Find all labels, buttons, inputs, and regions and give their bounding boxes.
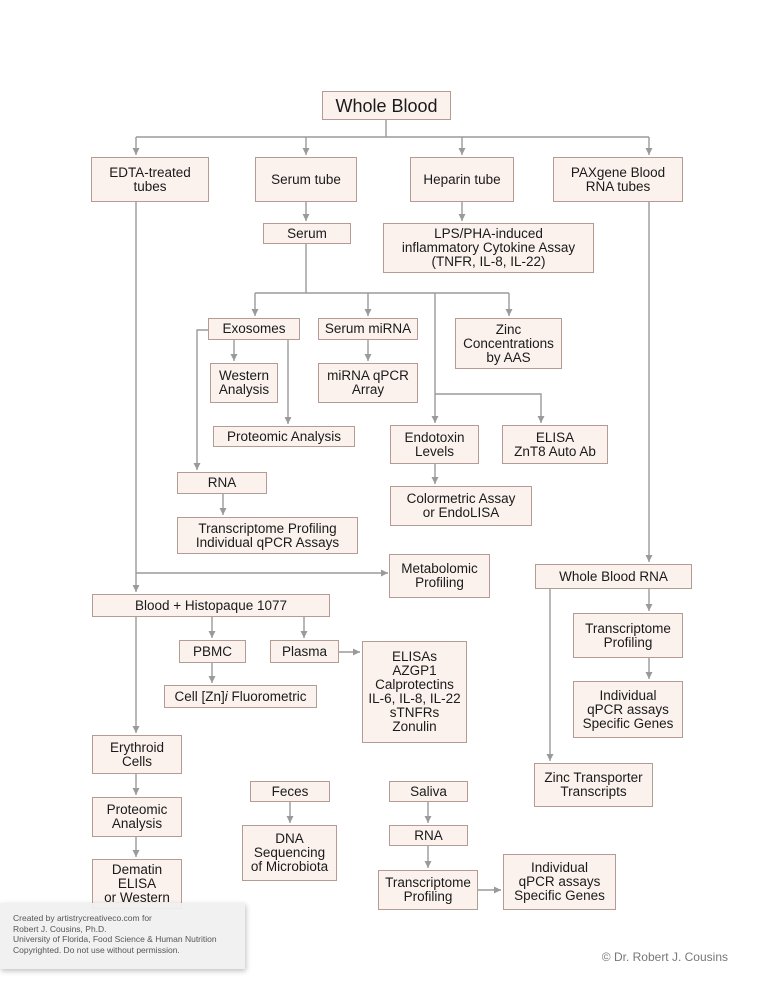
pbmc-node: PBMC bbox=[179, 640, 246, 663]
western-analysis-node: Western Analysis bbox=[210, 363, 278, 403]
qpcr-assays-wb-node: Individual qPCR assays Specific Genes bbox=[573, 681, 683, 738]
dematin-node: Dematin ELISA or Western bbox=[92, 859, 182, 909]
exosomes-node: Exosomes bbox=[208, 318, 300, 340]
edta-tubes-node: EDTA-treated tubes bbox=[91, 157, 209, 202]
serum-mirna-node: Serum miRNA bbox=[318, 318, 418, 340]
zinc-transporter-node: Zinc Transporter Transcripts bbox=[534, 763, 653, 807]
erythroid-cells-node: Erythroid Cells bbox=[92, 735, 182, 774]
credit-note: Created by artistrycreativeco.com for Ro… bbox=[0, 903, 245, 969]
zinc-concentrations-aas-node: Zinc Concentrations by AAS bbox=[455, 318, 562, 369]
transcriptome-profiling-wb-node: Transcriptome Profiling bbox=[573, 613, 683, 658]
edge-serum-bus bbox=[255, 244, 509, 294]
transcriptome-profiling-saliva-node: Transcriptome Profiling bbox=[378, 870, 478, 910]
endotoxin-levels-node: Endotoxin Levels bbox=[390, 425, 479, 464]
blood-histopaque-node: Blood + Histopaque 1077 bbox=[92, 594, 330, 617]
proteomic-analysis-erythroid-node: Proteomic Analysis bbox=[92, 797, 182, 837]
elisa-znt8-node: ELISA ZnT8 Auto Ab bbox=[502, 425, 608, 464]
whole-blood-rna-node: Whole Blood RNA bbox=[535, 564, 692, 589]
cell-zn-subscript: i bbox=[224, 688, 228, 704]
copyright-text: © Dr. Robert J. Cousins bbox=[601, 950, 728, 964]
edge-exo-rna bbox=[193, 329, 208, 470]
plasma-assays-node: ELISAs AZGP1 Calprotectins IL-6, IL-8, I… bbox=[362, 641, 467, 743]
qpcr-assays-saliva-node: Individual qPCR assays Specific Genes bbox=[503, 854, 616, 910]
lps-cytokine-assay-node: LPS/PHA-induced inflammatory Cytokine As… bbox=[383, 223, 594, 273]
paxgene-tubes-node: PAXgene Blood RNA tubes bbox=[553, 157, 683, 202]
transcriptome-profiling-exosome-node: Transcriptome Profiling Individual qPCR … bbox=[177, 517, 358, 554]
whole-blood-node: Whole Blood bbox=[322, 91, 451, 120]
saliva-rna-node: RNA bbox=[389, 825, 468, 846]
saliva-node: Saliva bbox=[389, 781, 468, 802]
cell-zn-fluorometric-node: Cell [Zn]i Fluorometric bbox=[164, 685, 317, 708]
dna-sequencing-node: DNA Sequencing of Microbiota bbox=[242, 825, 337, 881]
metabolomic-profiling-node: Metabolomic Profiling bbox=[389, 554, 490, 598]
mirna-qpcr-array-node: miRNA qPCR Array bbox=[318, 363, 418, 403]
heparin-tube-node: Heparin tube bbox=[410, 157, 514, 202]
exosome-rna-node: RNA bbox=[177, 472, 267, 494]
proteomic-analysis-exosome-node: Proteomic Analysis bbox=[213, 426, 355, 447]
feces-node: Feces bbox=[250, 781, 330, 802]
cell-zn-label: Cell [Zn] bbox=[174, 688, 225, 704]
colormetric-assay-node: Colormetric Assay or EndoLISA bbox=[390, 486, 532, 526]
plasma-node: Plasma bbox=[270, 640, 339, 663]
serum-tube-node: Serum tube bbox=[255, 157, 357, 202]
edge-blood-bus bbox=[136, 120, 649, 138]
edge-to-elisa-znt8 bbox=[435, 393, 545, 423]
cell-zn-tail: Fluorometric bbox=[227, 688, 307, 704]
serum-node: Serum bbox=[263, 223, 351, 244]
